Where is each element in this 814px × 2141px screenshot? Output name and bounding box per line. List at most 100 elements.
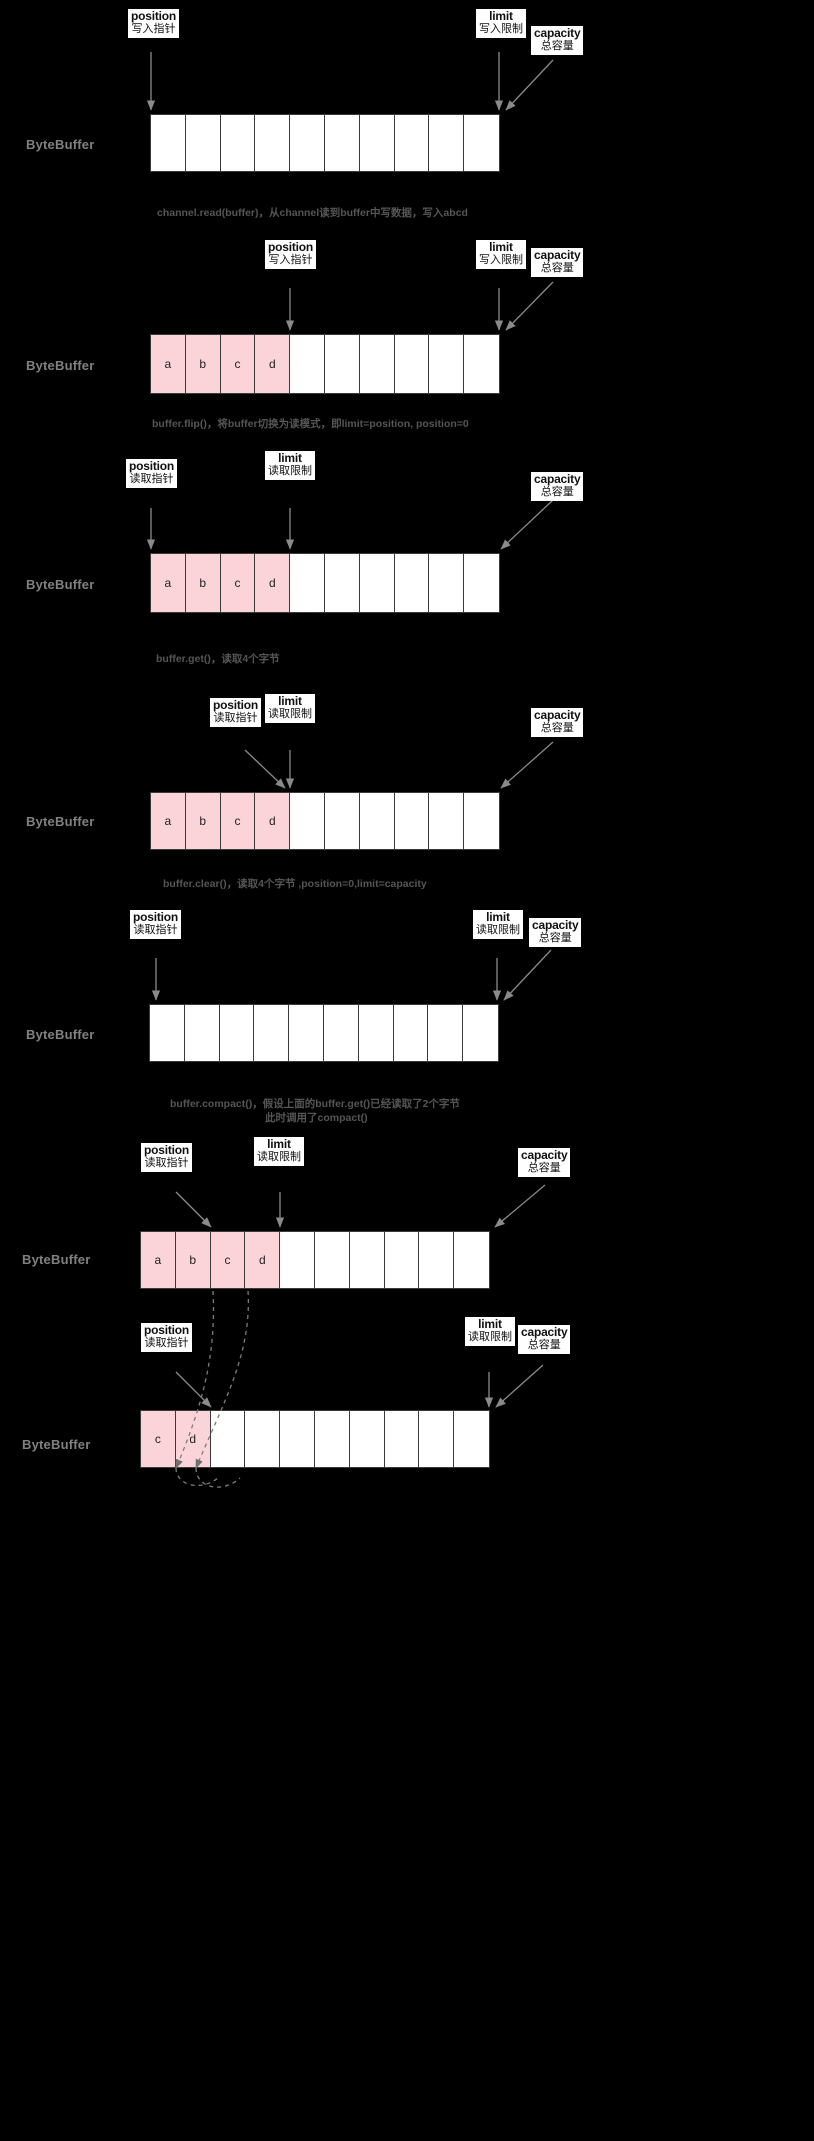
buffer-cell [289, 1005, 324, 1061]
callout-capacity-7: capacity 总容量 [518, 1325, 571, 1354]
callout-capacity-6: capacity 总容量 [518, 1148, 571, 1177]
callout-cn: 读取指针 [133, 924, 178, 937]
buffer-cell: c [210, 1232, 246, 1288]
buffer-cell [359, 793, 395, 849]
callout-position-4: position 读取指针 [210, 698, 262, 727]
buffer-cell [210, 1411, 246, 1467]
callout-cn: 总容量 [540, 262, 574, 275]
callout-cn: 写入限制 [479, 23, 523, 36]
callout-cn: 总容量 [527, 1339, 561, 1352]
buffer-cell [280, 1232, 315, 1288]
caption-compact-line2: 此时调用了compact() [265, 1112, 368, 1124]
callout-limit-6: limit 读取限制 [254, 1137, 304, 1166]
buffer-cell [151, 115, 186, 171]
buffer-cell: d [175, 1411, 211, 1467]
buffer-cell [464, 793, 499, 849]
callout-cn: 总容量 [540, 40, 574, 53]
callout-cn: 读取限制 [257, 1151, 301, 1164]
buffer-cell [324, 793, 360, 849]
callout-cn: 读取限制 [476, 924, 520, 937]
callout-en: limit [489, 240, 513, 254]
buffer-cell: b [185, 335, 221, 393]
callout-capacity-2: capacity 总容量 [531, 248, 584, 277]
buffer-grid-1 [150, 114, 500, 172]
buffer-cell [314, 1411, 350, 1467]
callout-en: capacity [534, 26, 581, 40]
buffer-cell [454, 1411, 489, 1467]
callout-cn: 读取指针 [144, 1337, 189, 1350]
arrows-diagram-5 [151, 949, 552, 1001]
callout-limit-7: limit 读取限制 [465, 1317, 515, 1346]
callout-en: limit [489, 9, 513, 23]
buffer-cell [254, 1005, 290, 1061]
arrows-diagram-4 [244, 741, 554, 789]
buffer-cell [150, 1005, 185, 1061]
callout-cn: 读取限制 [268, 708, 312, 721]
buffer-cell [255, 115, 291, 171]
callout-limit-2: limit 写入限制 [476, 240, 526, 269]
buffer-cell [384, 1411, 420, 1467]
buffer-cell: b [185, 554, 221, 612]
buffer-cell [393, 1005, 429, 1061]
buffer-cell [245, 1411, 281, 1467]
buffer-cell [464, 115, 499, 171]
buffer-cell: d [245, 1232, 281, 1288]
callout-cn: 读取指针 [213, 712, 258, 725]
callout-en: capacity [534, 472, 581, 486]
buffer-cell [324, 554, 360, 612]
buffer-cell [290, 554, 325, 612]
caption-compact-line1: buffer.compact()，假设上面的buffer.get()已经读取了2… [170, 1098, 460, 1110]
callout-en: limit [278, 451, 302, 465]
callout-en: position [213, 698, 259, 712]
row-label-bytebuffer-1: ByteBuffer [26, 137, 95, 152]
buffer-cell: a [151, 793, 186, 849]
callout-capacity-4: capacity 总容量 [531, 708, 584, 737]
callout-limit-4: limit 读取限制 [265, 694, 315, 723]
callout-cn: 写入指针 [131, 23, 176, 36]
callout-cn: 总容量 [527, 1162, 561, 1175]
row-label-bytebuffer-4: ByteBuffer [26, 814, 95, 829]
buffer-cell [358, 1005, 394, 1061]
caption-channel-read: channel.read(buffer)，从channel读到buffer中写数… [157, 207, 468, 219]
callout-capacity-3: capacity 总容量 [531, 472, 584, 501]
callout-en: position [144, 1143, 190, 1157]
callout-cn: 总容量 [540, 722, 574, 735]
buffer-cell [359, 554, 395, 612]
buffer-cell: d [255, 793, 291, 849]
arrows-diagram-2 [285, 281, 554, 331]
row-label-bytebuffer-6: ByteBuffer [22, 1252, 91, 1267]
buffer-cell [464, 554, 499, 612]
callout-limit-5: limit 读取限制 [473, 910, 523, 939]
buffer-cell [464, 335, 499, 393]
callout-en: position [144, 1323, 190, 1337]
callout-cn: 读取限制 [268, 465, 312, 478]
buffer-cell [394, 335, 430, 393]
callout-en: capacity [534, 708, 581, 722]
callout-position-6: position 读取指针 [141, 1143, 193, 1172]
callout-en: capacity [521, 1325, 568, 1339]
callout-limit-1: limit 写入限制 [476, 9, 526, 38]
callout-capacity-1: capacity 总容量 [531, 26, 584, 55]
caption-get: buffer.get()，读取4个字节 [156, 653, 280, 665]
buffer-cell: a [151, 335, 186, 393]
buffer-cell [429, 793, 465, 849]
callout-position-7: position 读取指针 [141, 1323, 193, 1352]
row-label-bytebuffer-3: ByteBuffer [26, 577, 95, 592]
buffer-cell: c [220, 793, 256, 849]
callout-cn: 总容量 [538, 932, 572, 945]
buffer-cell: d [255, 335, 291, 393]
buffer-cell [454, 1232, 489, 1288]
buffer-cell [359, 115, 395, 171]
buffer-cell [349, 1232, 385, 1288]
buffer-cell [429, 335, 465, 393]
callout-cn: 总容量 [540, 486, 574, 499]
callout-cn: 写入指针 [268, 254, 313, 267]
buffer-cell [323, 1005, 359, 1061]
buffer-cell: b [185, 793, 221, 849]
arrows-diagram-1 [146, 52, 554, 111]
